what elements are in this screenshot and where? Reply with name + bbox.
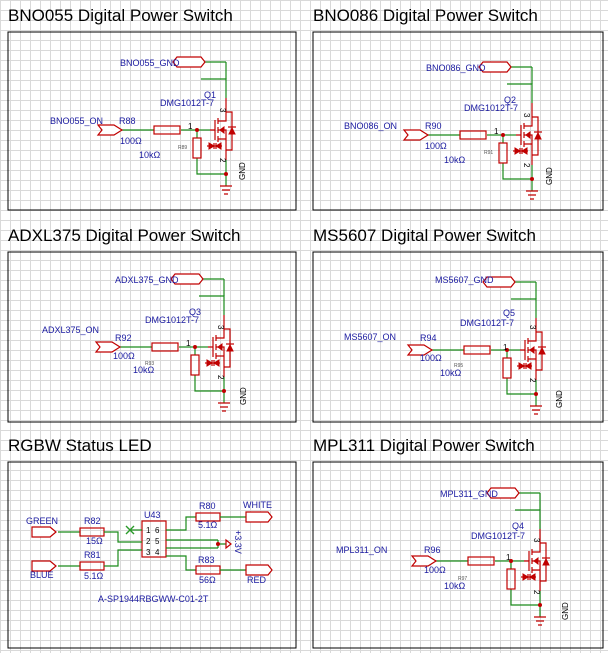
pin-s-q5: 2 bbox=[528, 378, 537, 383]
pin-s-q2: 2 bbox=[522, 163, 531, 168]
switch-circuit-ms5607 bbox=[407, 276, 547, 415]
pin-s-q1: 2 bbox=[218, 158, 227, 163]
net-label-bno086-on: BNO086_ON bbox=[344, 121, 397, 131]
u43-pin-2: 2 bbox=[146, 537, 151, 546]
ref-r83: R83 bbox=[198, 555, 215, 565]
panel-frame-mpl311 bbox=[312, 461, 604, 649]
ref-r90: R90 bbox=[425, 121, 442, 131]
ref-r96: R96 bbox=[424, 545, 441, 555]
panel-title-rgbw-led: RGBW Status LED bbox=[8, 436, 152, 455]
ref-r95: R95 bbox=[454, 363, 463, 369]
val-r96: 100Ω bbox=[424, 565, 446, 575]
panel-frame-rgbw-led bbox=[7, 461, 297, 649]
pin-g-q4: 1 bbox=[506, 553, 511, 562]
net-label-ms5607-on: MS5607_ON bbox=[344, 332, 396, 342]
net-label-bno055-on: BNO055_ON bbox=[50, 116, 103, 126]
ref-r89: R89 bbox=[178, 145, 187, 151]
ref-r81: R81 bbox=[84, 550, 101, 560]
net-label-3v3: +3.3V bbox=[233, 530, 243, 554]
net-label-mpl311-on: MPL311_ON bbox=[336, 545, 387, 555]
val-r97: 10kΩ bbox=[444, 581, 466, 591]
val-r83: 56Ω bbox=[199, 575, 216, 585]
val-r89: 10kΩ bbox=[139, 150, 161, 160]
val-r80: 5.1Ω bbox=[198, 520, 218, 530]
ref-r80: R80 bbox=[199, 501, 216, 511]
ref-r93: R93 bbox=[145, 361, 154, 367]
switch-circuit-mpl311 bbox=[411, 487, 551, 626]
pin-d-q5: 3 bbox=[528, 325, 537, 330]
part-q2: DMG1012T-7 bbox=[464, 103, 518, 113]
pin-d-q1: 3 bbox=[218, 108, 227, 113]
part-q5: DMG1012T-7 bbox=[460, 318, 514, 328]
ref-q2: Q2 bbox=[504, 95, 516, 105]
net-label-mpl311-gnd: MPL311_GND bbox=[440, 489, 498, 499]
ref-r92: R92 bbox=[115, 333, 132, 343]
u43-pin-3: 3 bbox=[146, 548, 151, 557]
panel-title-bno086: BNO086 Digital Power Switch bbox=[313, 6, 538, 25]
part-q1: DMG1012T-7 bbox=[160, 98, 214, 108]
part-q4: DMG1012T-7 bbox=[471, 531, 525, 541]
val-r94: 100Ω bbox=[420, 353, 442, 363]
u43-pin-1: 1 bbox=[146, 526, 151, 535]
net-label-green: GREEN bbox=[26, 516, 58, 526]
panel-title-ms5607: MS5607 Digital Power Switch bbox=[313, 226, 536, 245]
gnd-label-p3: GND bbox=[239, 387, 248, 405]
ref-r82: R82 bbox=[84, 516, 101, 526]
pin-d-q3: 3 bbox=[216, 325, 225, 330]
u43-pin-6: 6 bbox=[155, 526, 160, 535]
pin-d-q2: 3 bbox=[522, 113, 531, 118]
net-label-ms5607-gnd: MS5607_GND bbox=[435, 275, 494, 285]
pin-g-q2: 1 bbox=[494, 127, 499, 136]
panel-title-adxl375: ADXL375 Digital Power Switch bbox=[8, 226, 241, 245]
u43-pin-5: 5 bbox=[155, 537, 160, 546]
gnd-label-p2: GND bbox=[545, 167, 554, 185]
val-r82: 15Ω bbox=[86, 536, 103, 546]
pin-d-q4: 3 bbox=[532, 538, 541, 543]
net-label-white: WHITE bbox=[243, 500, 272, 510]
ref-r94: R94 bbox=[420, 333, 437, 343]
ref-u43: U43 bbox=[144, 510, 161, 520]
ref-r91: R91 bbox=[484, 150, 493, 156]
net-label-bno086-gnd: BNO086_GND bbox=[426, 63, 486, 73]
val-r90: 100Ω bbox=[425, 141, 447, 151]
u43-pin-4: 4 bbox=[155, 548, 160, 557]
val-r92: 100Ω bbox=[113, 351, 135, 361]
net-label-adxl375-on: ADXL375_ON bbox=[42, 325, 99, 335]
part-q3: DMG1012T-7 bbox=[145, 315, 199, 325]
val-r81: 5.1Ω bbox=[84, 571, 104, 581]
panel-title-mpl311: MPL311 Digital Power Switch bbox=[313, 436, 535, 455]
pin-s-q4: 2 bbox=[532, 590, 541, 595]
part-u43: A-SP1944RBGWW-C01-2T bbox=[98, 594, 209, 604]
ref-q4: Q4 bbox=[512, 521, 524, 531]
rgbw-led-circuit bbox=[31, 511, 273, 576]
panel-frame-ms5607 bbox=[312, 251, 604, 423]
ref-q3: Q3 bbox=[189, 307, 201, 317]
net-label-adxl375-gnd: ADXL375_GND bbox=[115, 275, 179, 285]
val-r88: 100Ω bbox=[120, 136, 142, 146]
val-r91: 10kΩ bbox=[444, 155, 466, 165]
pin-g-q5: 1 bbox=[503, 343, 508, 352]
gnd-label-p6: GND bbox=[561, 602, 570, 620]
val-r95: 10kΩ bbox=[440, 368, 462, 378]
pin-s-q3: 2 bbox=[216, 375, 225, 380]
panel-frame-bno086 bbox=[312, 31, 604, 211]
gnd-label-p4: GND bbox=[555, 390, 564, 408]
pin-g-q3: 1 bbox=[186, 339, 191, 348]
panel-frame-adxl375 bbox=[7, 251, 297, 423]
net-label-bno055-gnd: BNO055_GND bbox=[120, 58, 180, 68]
net-label-blue: BLUE bbox=[30, 570, 54, 580]
net-label-red: RED bbox=[247, 575, 267, 585]
ref-r97: R97 bbox=[458, 576, 467, 582]
gnd-label-p1: GND bbox=[238, 162, 247, 180]
ref-r88: R88 bbox=[119, 116, 136, 126]
panel-title-bno055: BNO055 Digital Power Switch bbox=[8, 6, 233, 25]
ref-q1: Q1 bbox=[204, 90, 216, 100]
panel-frame-bno055 bbox=[7, 31, 297, 211]
ref-q5: Q5 bbox=[503, 308, 515, 318]
val-r93: 10kΩ bbox=[133, 365, 155, 375]
pin-g-q1: 1 bbox=[188, 122, 193, 131]
